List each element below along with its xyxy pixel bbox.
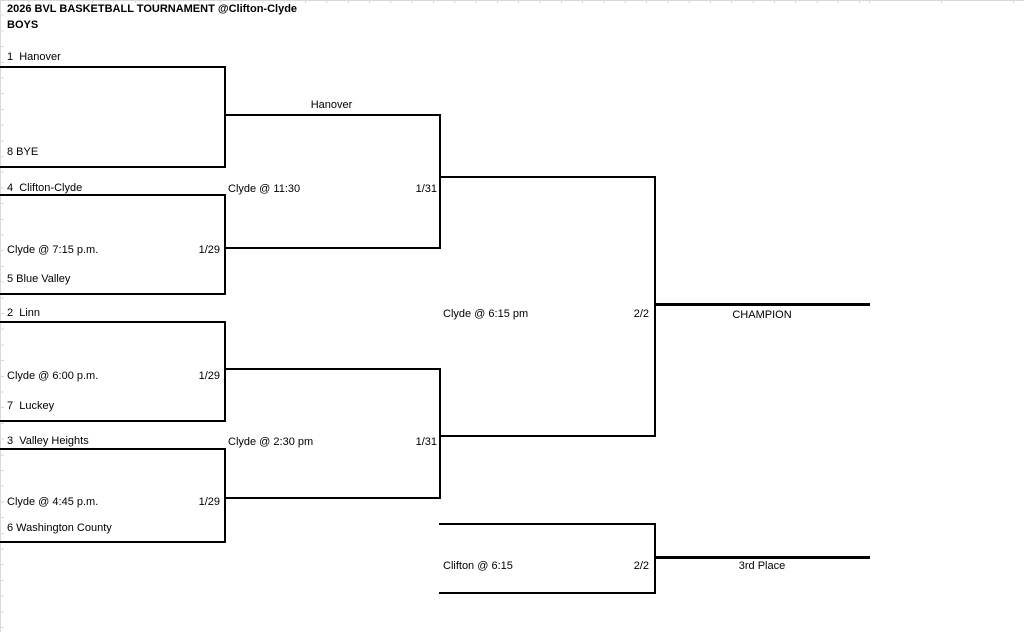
round1-match1-bracket (0, 66, 226, 168)
round1-match2-game-info: Clyde @ 7:15 p.m. (7, 244, 99, 256)
round1-match4-game-row: Clyde @ 4:45 p.m. 1/29 (7, 496, 220, 509)
round1-match4-game-info: Clyde @ 4:45 p.m. (7, 496, 99, 508)
third-place-game-date: 2/2 (633, 560, 649, 572)
third-place-line (654, 556, 870, 559)
round1-match3-bracket (0, 321, 226, 422)
round1-match3-game-date: 1/29 (198, 370, 220, 382)
final-game-row: Clyde @ 6:15 pm 2/2 (443, 308, 649, 321)
sheet-column-tick (1013, 0, 1014, 3)
semifinal2-game-date: 1/31 (415, 436, 437, 448)
page-title: 2026 BVL BASKETBALL TOURNAMENT @Clifton-… (7, 3, 298, 15)
third-place-label: 3rd Place (738, 560, 786, 572)
round1-match2-game-date: 1/29 (198, 244, 220, 256)
round1-match4-bracket (0, 448, 226, 543)
round1-match2-game-row: Clyde @ 7:15 p.m. 1/29 (7, 244, 220, 257)
final-bracket (439, 176, 656, 437)
champion-line (654, 303, 870, 306)
semifinal1-game-info: Clyde @ 11:30 (228, 183, 301, 195)
team-5-blue-valley: 5 Blue Valley (7, 273, 71, 285)
semifinal1-advancer-label: Hanover (310, 99, 353, 111)
semifinal2-game-row: Clyde @ 2:30 pm 1/31 (228, 436, 437, 449)
semifinal1-game-row: Clyde @ 11:30 1/31 (228, 183, 437, 196)
semifinal1-bracket (224, 114, 441, 249)
round1-match4-game-date: 1/29 (198, 496, 220, 508)
sheet-column-tick (869, 0, 870, 3)
team-6-washington-county: 6 Washington County (7, 522, 112, 534)
champion-label: CHAMPION (732, 309, 792, 321)
team-1-hanover: 1 Hanover (7, 51, 61, 63)
sheet-top-column-ticks (8, 0, 861, 3)
sheet-column-tick (941, 0, 942, 3)
round1-match2-bracket (0, 194, 226, 295)
round1-match3-game-row: Clyde @ 6:00 p.m. 1/29 (7, 370, 220, 383)
division-label: BOYS (7, 19, 39, 31)
team-2-linn: 2 Linn (7, 307, 41, 319)
team-3-valley-heights: 3 Valley Heights (7, 435, 89, 447)
semifinal2-game-info: Clyde @ 2:30 pm (228, 436, 314, 448)
third-place-game-info: Clifton @ 6:15 (443, 560, 513, 572)
third-place-bracket (439, 523, 656, 594)
final-game-date: 2/2 (633, 308, 649, 320)
team-8-bye: 8 BYE (7, 146, 39, 158)
sheet-left-row-ticks (0, 0, 4, 632)
final-game-info: Clyde @ 6:15 pm (443, 308, 529, 320)
third-place-game-row: Clifton @ 6:15 2/2 (443, 560, 649, 573)
semifinal2-bracket (224, 368, 441, 499)
team-7-luckey: 7 Luckey (7, 400, 55, 412)
semifinal1-game-date: 1/31 (415, 183, 437, 195)
team-4-clifton-clyde: 4 Clifton-Clyde (7, 182, 83, 194)
round1-match3-game-info: Clyde @ 6:00 p.m. (7, 370, 99, 382)
